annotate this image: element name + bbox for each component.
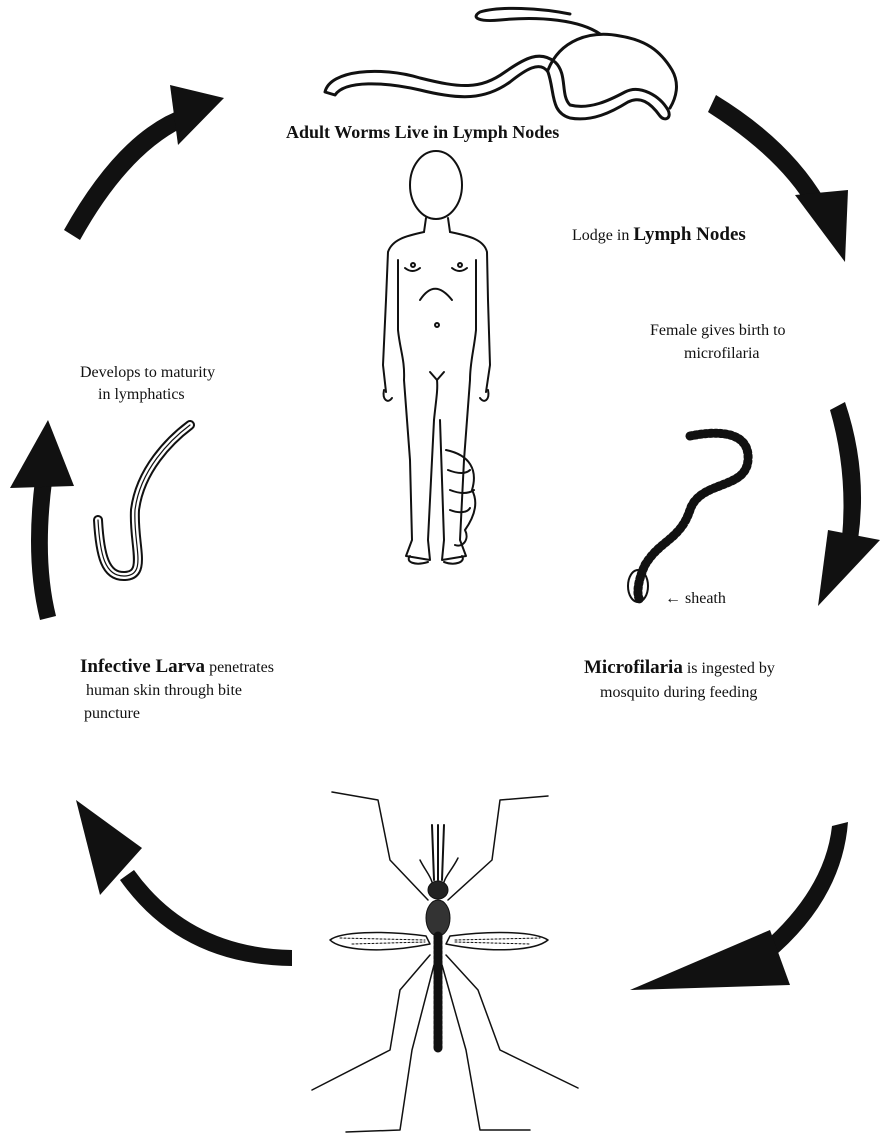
cycle-arrow-bottom-right <box>630 822 848 990</box>
lodge-prefix-text: Lodge in <box>572 227 633 244</box>
cycle-arrow-bottom-left <box>76 800 292 966</box>
microfilaria-ingested-line2: mosquito during feeding <box>600 682 757 704</box>
female-gives-birth-line1: Female gives birth to <box>650 320 786 342</box>
develops-maturity-line1: Develops to maturity <box>80 362 215 384</box>
larva-icon <box>98 425 190 576</box>
human-figure-icon <box>383 151 490 564</box>
infective-larva-line1: Infective Larva penetrates <box>80 656 274 679</box>
cycle-arrow-right-middle <box>818 402 880 606</box>
infective-rest-text: penetrates <box>205 659 274 676</box>
develops-maturity-line2: in lymphatics <box>98 384 185 406</box>
infective-larva-line2: human skin through bite <box>86 680 242 702</box>
lodge-label: Lodge in Lymph Nodes <box>572 224 746 247</box>
microfilaria-rest-text: is ingested by <box>683 660 775 677</box>
adult-worm-icon <box>325 8 676 119</box>
sheath-label: ← sheath <box>665 588 726 610</box>
adult-worms-label: Adult Worms Live in Lymph Nodes <box>286 121 559 143</box>
infective-larva-line3: puncture <box>84 703 140 725</box>
microfilaria-icon <box>628 433 748 602</box>
mosquito-icon <box>312 792 578 1132</box>
infective-bold-text: Infective Larva <box>80 656 205 677</box>
microfilaria-bold-text: Microfilaria <box>584 657 683 678</box>
microfilaria-ingested-line1: Microfilaria is ingested by <box>584 657 775 680</box>
cycle-arrow-left-middle <box>10 420 74 620</box>
lodge-bold-text: Lymph Nodes <box>633 224 745 245</box>
cycle-arrow-top-left <box>64 85 224 240</box>
female-gives-birth-line2: microfilaria <box>684 343 760 365</box>
